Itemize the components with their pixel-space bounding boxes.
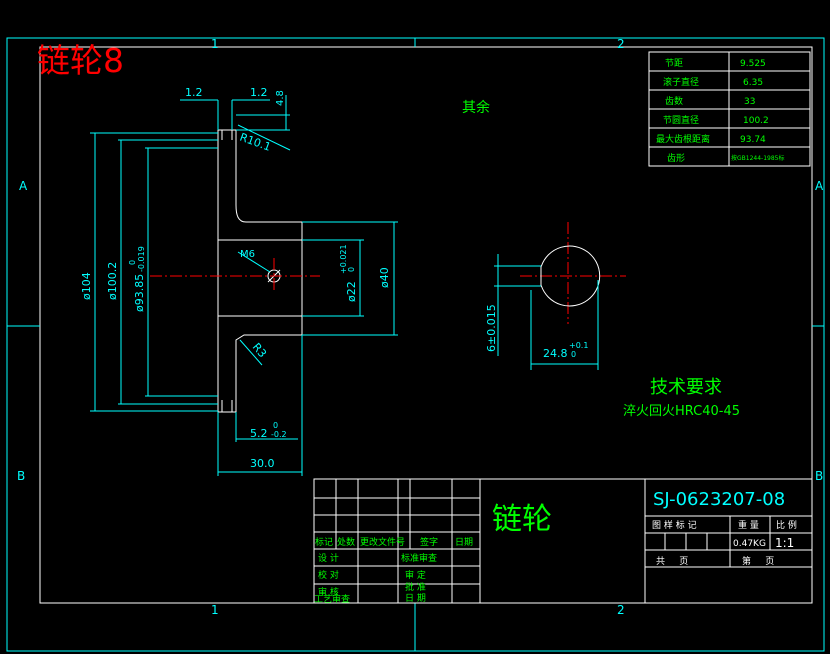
zone-label-a-right: A <box>815 179 824 193</box>
rev-header: 签字 <box>420 536 438 548</box>
param-value: 9.525 <box>740 59 766 69</box>
dim-width-left: 1.2 <box>185 86 203 99</box>
sign-label: 审 核 <box>318 586 339 598</box>
sign-label: 标准审查 <box>401 552 437 564</box>
sheet-number-label: 第 页 <box>742 555 774 567</box>
rev-header: 日期 <box>455 537 473 548</box>
surface-finish-note: 其余 <box>462 99 490 116</box>
parameter-table <box>648 51 811 167</box>
dim-5-2-main: 5.2 <box>250 427 268 440</box>
param-value: 33 <box>744 97 755 107</box>
dim-phi40: ø40 <box>378 267 391 288</box>
param-value: 按GB1244-1985标 <box>731 154 784 162</box>
dim-30: 30.0 <box>250 457 275 470</box>
dim-phi104: ø104 <box>80 272 93 300</box>
revision-headers: 标记 处数 更改文件号 签字 日期 <box>315 536 473 548</box>
param-label: 最大齿根距离 <box>656 133 710 145</box>
sign-label: 校 对 <box>318 569 339 581</box>
dim-5-2-lower: -0.2 <box>271 430 287 439</box>
sign-label: 设 计 <box>318 552 339 564</box>
dim-phi22-zero: 0 <box>347 267 356 272</box>
dimension-lines <box>90 95 398 476</box>
dim-keyway-depth-upper: +0.1 <box>569 341 588 350</box>
dim-width-right: 1.2 <box>250 86 268 99</box>
param-label: 齿数 <box>665 95 683 107</box>
signature-labels: 设 计 校 对 审 核 工艺审查 标准审查 审 定 批 准 日 期 <box>314 552 437 605</box>
zone-label-2-top: 2 <box>617 37 625 51</box>
scale-label: 比 例 <box>776 519 797 531</box>
param-label: 齿形 <box>667 152 685 164</box>
param-label: 节距 <box>665 58 683 69</box>
scale-value: 1:1 <box>775 536 794 550</box>
param-value: 6.35 <box>743 78 763 88</box>
rev-header: 标记 <box>315 536 333 548</box>
zone-label-1-top: 1 <box>211 37 219 51</box>
tech-requirements-title: 技术要求 <box>650 377 722 398</box>
param-value: 100.2 <box>743 116 769 126</box>
sign-label: 日 期 <box>405 593 426 604</box>
sheets-total-label: 共 页 <box>656 556 688 567</box>
dim-keyway-width: 6±0.015 <box>485 304 498 352</box>
dim-phi22-tol: +0.021 <box>339 244 348 274</box>
stage-label: 图 样 标 记 <box>652 519 697 531</box>
zone-label-b-left: B <box>17 469 25 483</box>
dim-keyway-depth-main: 24.8 <box>543 347 568 360</box>
param-value: 93.74 <box>740 135 766 145</box>
hub-end-view <box>540 245 601 307</box>
dim-m6: M6 <box>240 249 255 260</box>
parameter-rows: 节距 9.525 滚子直径 6.35 齿数 33 节圆直径 100.2 最大齿根… <box>656 58 784 164</box>
weight-label: 重 量 <box>738 519 759 531</box>
dim-phi22-main: ø22 <box>345 281 358 302</box>
rev-header: 处数 <box>337 536 355 548</box>
part-name-label: 链轮 <box>492 502 552 537</box>
sign-label: 审 定 <box>405 569 426 581</box>
keyway-dimensions <box>494 254 599 370</box>
sign-label: 批 准 <box>405 581 426 593</box>
dim-phi93-upper: 0 <box>128 260 137 265</box>
dim-keyway-depth-lower: 0 <box>571 350 576 359</box>
drawing-number-label: SJ-0623207-08 <box>653 489 785 510</box>
dim-phi93-main: ø93.85 <box>133 274 146 312</box>
zone-label-a-left: A <box>19 179 28 193</box>
tech-requirements-line: 淬火回火HRC40-45 <box>623 404 740 419</box>
weight-value: 0.47KG <box>733 539 766 549</box>
dim-phi93-lower: -0.019 <box>137 246 146 272</box>
zone-label-b-right: B <box>815 469 823 483</box>
sign-label: 工艺审查 <box>314 593 350 605</box>
dim-tooth-height: 4.8 <box>275 90 286 106</box>
param-label: 滚子直径 <box>663 76 699 88</box>
title-block <box>313 478 813 604</box>
zone-label-1-bottom: 1 <box>211 603 219 617</box>
zone-label-2-bottom: 2 <box>617 603 625 617</box>
rev-header: 更改文件号 <box>360 536 405 548</box>
dim-5-2-upper: 0 <box>273 421 278 430</box>
drawing-title-label: 链轮8 <box>37 41 124 80</box>
dim-phi100: ø100.2 <box>106 262 119 300</box>
param-label: 节圆直径 <box>663 114 699 126</box>
